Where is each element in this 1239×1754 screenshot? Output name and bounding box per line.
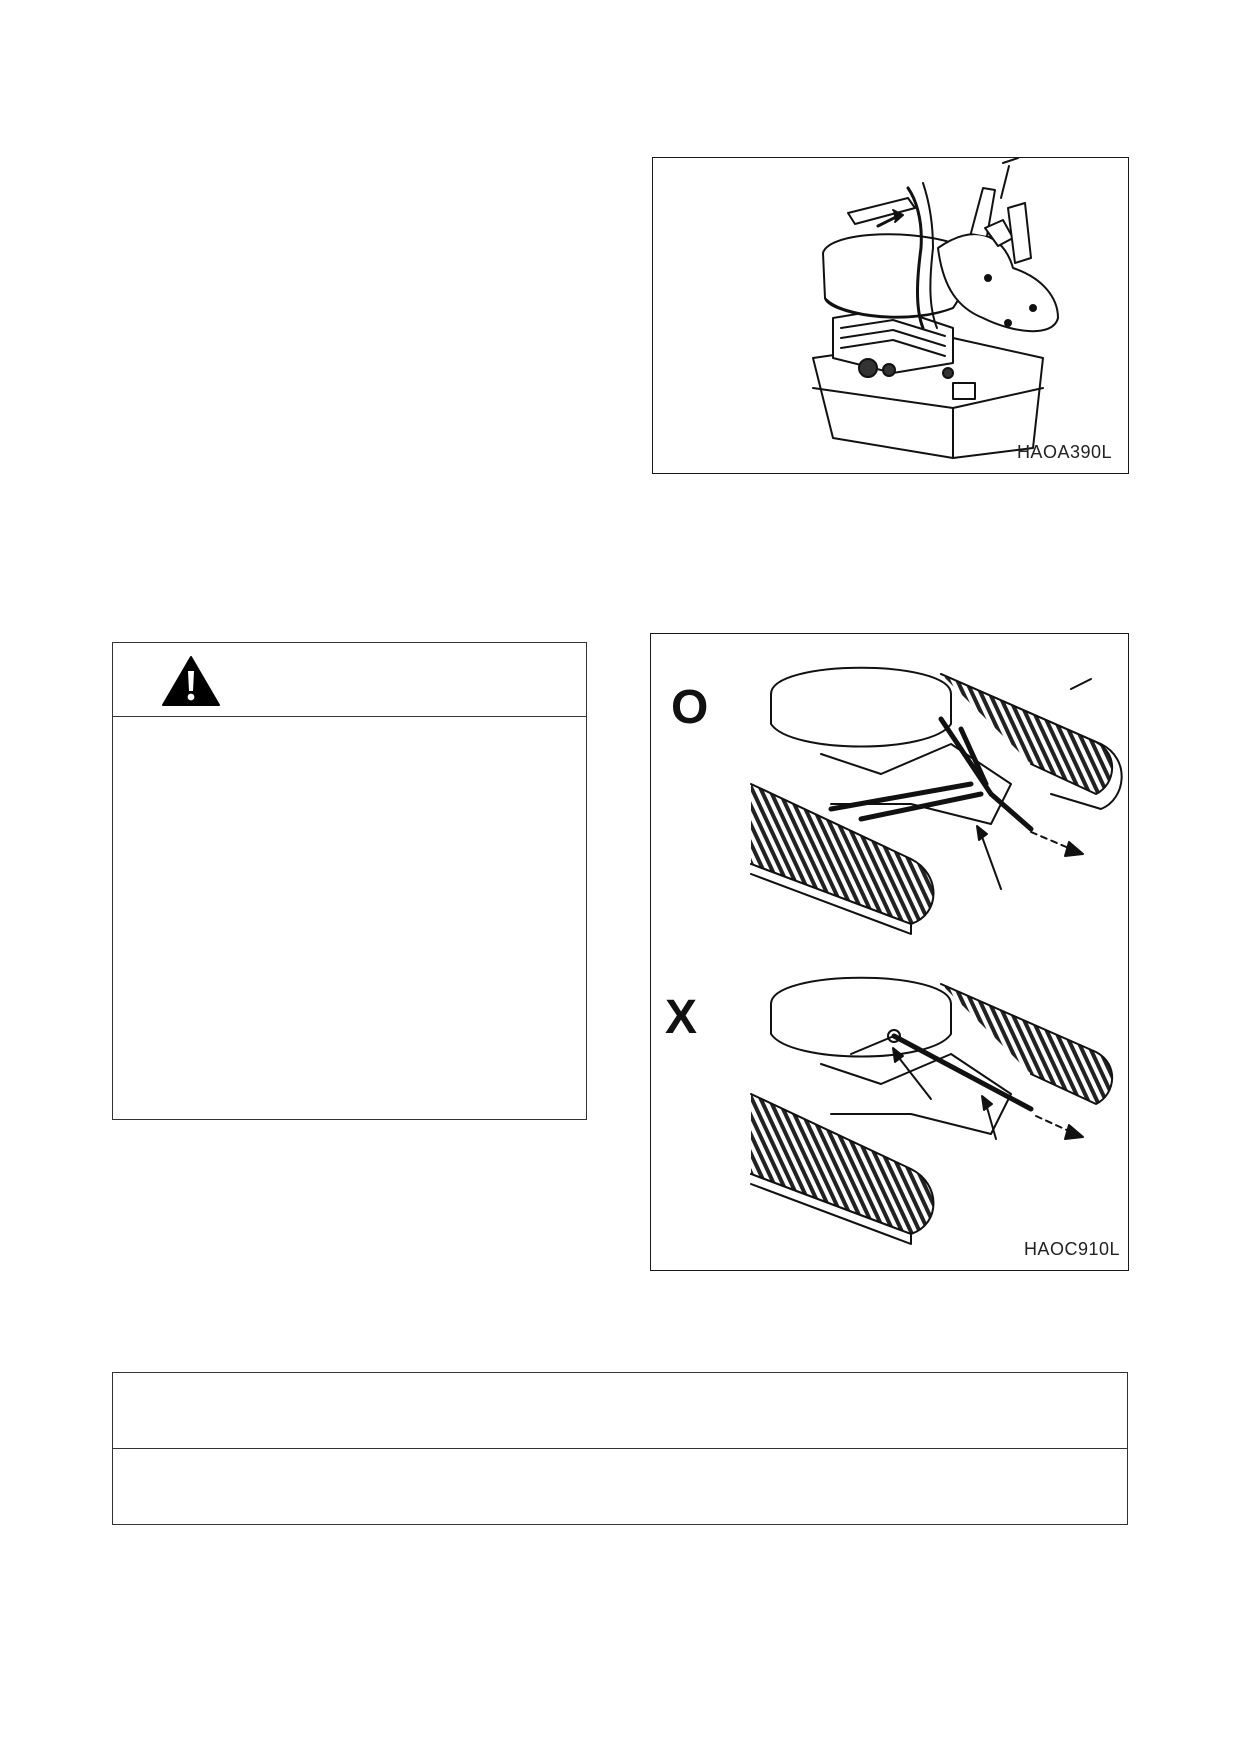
figure-code: HAOA390L xyxy=(1016,442,1112,462)
towing-illustration xyxy=(750,666,1123,1245)
figure-towing: O X xyxy=(650,633,1129,1271)
warning-triangle-icon xyxy=(162,656,220,706)
note-row xyxy=(113,1449,1127,1524)
figure-code: HAOC910L xyxy=(1023,1239,1120,1259)
seat-illustration xyxy=(812,158,1059,459)
note-table xyxy=(112,1372,1128,1525)
incorrect-mark: X xyxy=(665,991,698,1044)
warning-header xyxy=(113,643,586,717)
correct-mark: O xyxy=(671,681,709,734)
warning-box xyxy=(112,642,587,1120)
note-row xyxy=(113,1373,1127,1449)
figure-seat: HAOA390L xyxy=(652,157,1129,474)
